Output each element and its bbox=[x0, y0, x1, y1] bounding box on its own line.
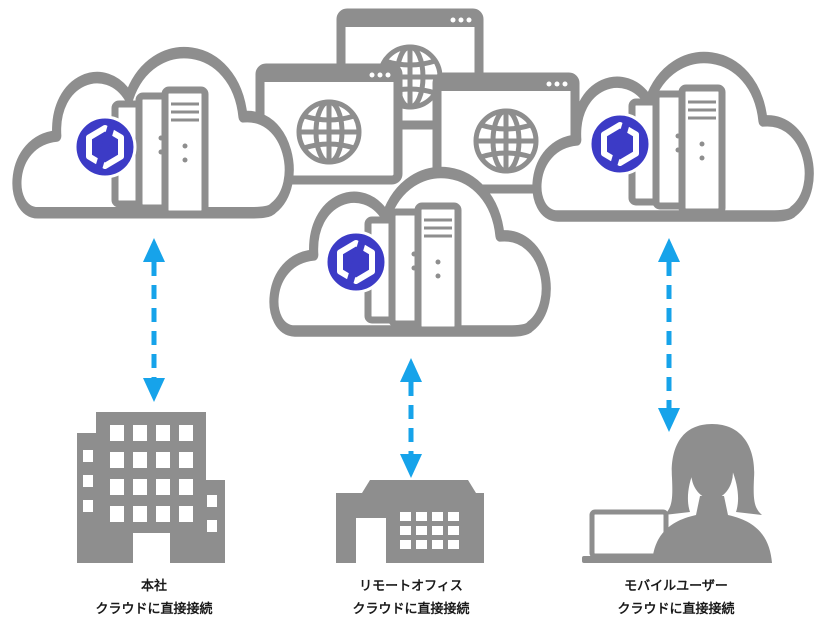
site-label-headquarters: 本社 クラウドに直接接続 bbox=[44, 576, 264, 622]
logo-badge-center-icon bbox=[326, 232, 386, 292]
connection-remote-office bbox=[400, 358, 422, 478]
connection-headquarters bbox=[143, 238, 165, 402]
connection-mobile bbox=[658, 238, 680, 432]
site-subtitle: クラウドに直接接続 bbox=[352, 601, 470, 617]
site-title: 本社 bbox=[140, 579, 167, 594]
branch-office-icon bbox=[336, 480, 484, 563]
site-title: モバイルユーザー bbox=[624, 579, 728, 594]
site-label-mobile: モバイルユーザー クラウドに直接接続 bbox=[566, 576, 786, 622]
logo-badge-left-icon bbox=[75, 117, 135, 177]
site-label-remote-office: リモートオフィス クラウドに直接接続 bbox=[301, 576, 521, 622]
site-subtitle: クラウドに直接接続 bbox=[95, 601, 213, 617]
office-building-icon bbox=[77, 412, 225, 563]
site-subtitle: クラウドに直接接続 bbox=[617, 601, 735, 617]
site-title: リモートオフィス bbox=[359, 579, 463, 594]
logo-badge-right-icon bbox=[590, 114, 650, 174]
person-with-laptop-icon bbox=[582, 424, 772, 563]
